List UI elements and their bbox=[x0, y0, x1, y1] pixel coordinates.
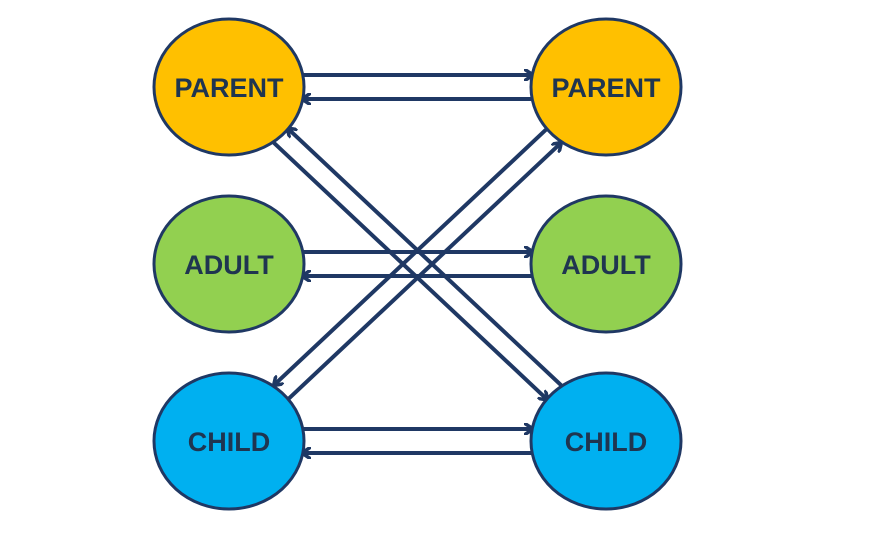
node-child-right: CHILD bbox=[529, 371, 683, 511]
node-parent-left-circle bbox=[152, 17, 306, 157]
node-child-left-circle bbox=[152, 371, 306, 511]
node-parent-left-label: PARENT bbox=[174, 73, 284, 103]
node-child-left-label: CHILD bbox=[188, 427, 271, 457]
node-adult-left: ADULT bbox=[152, 194, 306, 334]
node-adult-right: ADULT bbox=[529, 194, 683, 334]
arrow-parent-left-to-child-right bbox=[272, 141, 547, 399]
arrow-child-right-to-parent-left bbox=[288, 129, 563, 387]
node-adult-left-label: ADULT bbox=[184, 250, 274, 280]
arrow-child-left-to-parent-right bbox=[285, 143, 561, 402]
node-adult-right-circle bbox=[529, 194, 683, 334]
node-parent-right: PARENT bbox=[529, 17, 683, 157]
node-child-right-circle bbox=[529, 371, 683, 511]
arrow-parent-right-to-child-left bbox=[274, 126, 550, 385]
arrows-layer bbox=[274, 75, 560, 453]
node-child-left: CHILD bbox=[152, 371, 306, 511]
node-adult-left-circle bbox=[152, 194, 306, 334]
nodes-layer: PARENT PARENT ADULT ADULT CHILD CHILD bbox=[152, 17, 683, 511]
node-parent-left: PARENT bbox=[152, 17, 306, 157]
node-parent-right-label: PARENT bbox=[551, 73, 661, 103]
node-child-right-label: CHILD bbox=[565, 427, 648, 457]
node-adult-right-label: ADULT bbox=[561, 250, 651, 280]
node-parent-right-circle bbox=[529, 17, 683, 157]
